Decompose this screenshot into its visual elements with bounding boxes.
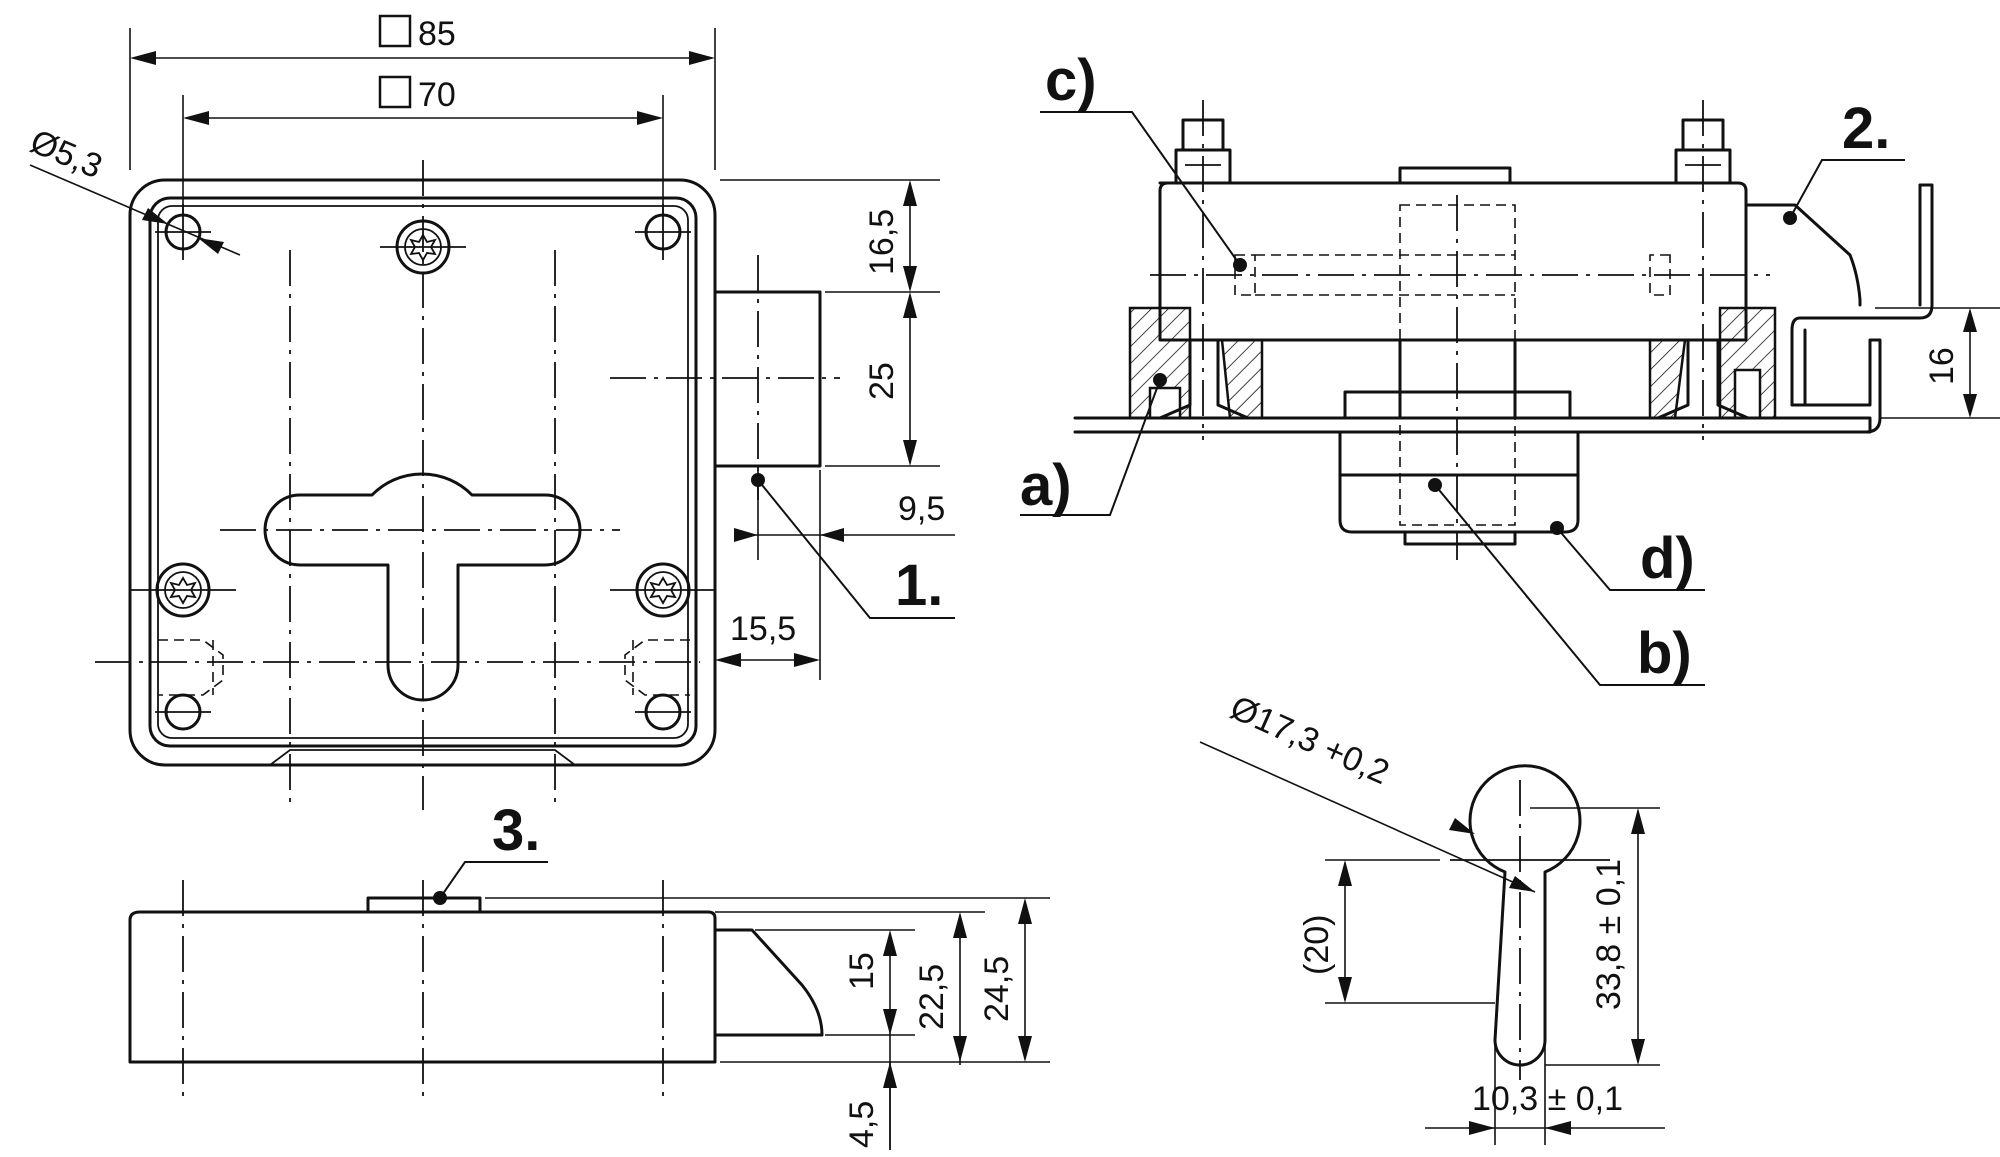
callout-1: 1. [751,473,955,619]
svg-text:15,5: 15,5 [730,610,796,648]
svg-text:4,5: 4,5 [843,1101,881,1148]
dimension-15: 15 [755,929,915,1150]
dimension-70: 70 [182,75,664,215]
nut-icon [1174,118,1732,185]
svg-text:2.: 2. [1842,96,1890,161]
svg-text:25: 25 [863,362,901,400]
svg-text:Ø5,3: Ø5,3 [25,122,108,186]
dimension-20: (20) [1298,859,1495,1004]
strike-bracket [1790,183,1934,434]
svg-text:16: 16 [1923,347,1961,385]
keyhole-slot [263,472,582,702]
dimension-9-5: 9,5 [734,470,955,680]
strike-slope [1744,203,1862,307]
dimension-16-5: 16,5 [720,179,940,293]
section-view [1073,100,1934,560]
callout-2: 2. [1783,96,1905,225]
svg-text:(20): (20) [1298,915,1336,975]
svg-text:b): b) [1637,621,1692,686]
svg-text:33,8 ± 0,1: 33,8 ± 0,1 [1590,859,1628,1010]
bolt-side [713,928,824,1037]
housing-side [128,910,717,1064]
cylinder-collar [366,896,482,914]
svg-text:d): d) [1640,526,1695,591]
svg-text:85: 85 [418,15,456,53]
callout-c: c) [1040,48,1247,272]
door-panel [1073,416,1872,434]
lock-bolt [713,290,822,468]
svg-text:9,5: 9,5 [898,490,945,528]
svg-text:10,3 ± 0,1: 10,3 ± 0,1 [1472,1080,1623,1118]
svg-text:22,5: 22,5 [913,964,951,1030]
svg-text:1.: 1. [895,553,943,618]
dimension-24-5: 24,5 [485,897,1050,1063]
callout-3: 3. [433,798,548,905]
lock-body [1158,181,1748,342]
dimension-16: 16 [1875,307,2000,419]
cylinder-body [1338,430,1580,534]
svg-text:a): a) [1020,453,1072,518]
dimension-33-8: 33,8 ± 0,1 [1530,807,1660,1066]
cylinder-profile [1450,764,1610,1080]
dimension-4-5: 4,5 [843,1062,897,1150]
side-view [128,880,824,1100]
svg-text:16,5: 16,5 [863,209,901,275]
dimension-10-3: 10,3 ± 0,1 [1425,1045,1665,1145]
dimension-22-5: 22,5 [715,911,985,1065]
dimension-hole-diameter: Ø5,3 [25,122,241,256]
cylinder-cutout [1468,764,1582,1067]
dimension-15-5: 15,5 [714,610,820,675]
svg-text:Ø17,3 +0,2: Ø17,3 +0,2 [1225,689,1395,793]
svg-text:70: 70 [418,76,456,114]
svg-text:3.: 3. [492,798,540,863]
callout-d: d) [1550,521,1705,591]
dimension-85: 85 [129,14,716,170]
dimension-cylinder-diameter: Ø17,3 +0,2 [1199,689,1536,893]
svg-text:24,5: 24,5 [978,956,1016,1022]
dimension-25: 25 [825,292,940,467]
svg-text:15: 15 [843,952,881,990]
callout-a: a) [1020,373,1167,518]
callout-b: b) [1428,478,1705,686]
front-view [95,160,840,810]
svg-text:c): c) [1045,48,1097,113]
